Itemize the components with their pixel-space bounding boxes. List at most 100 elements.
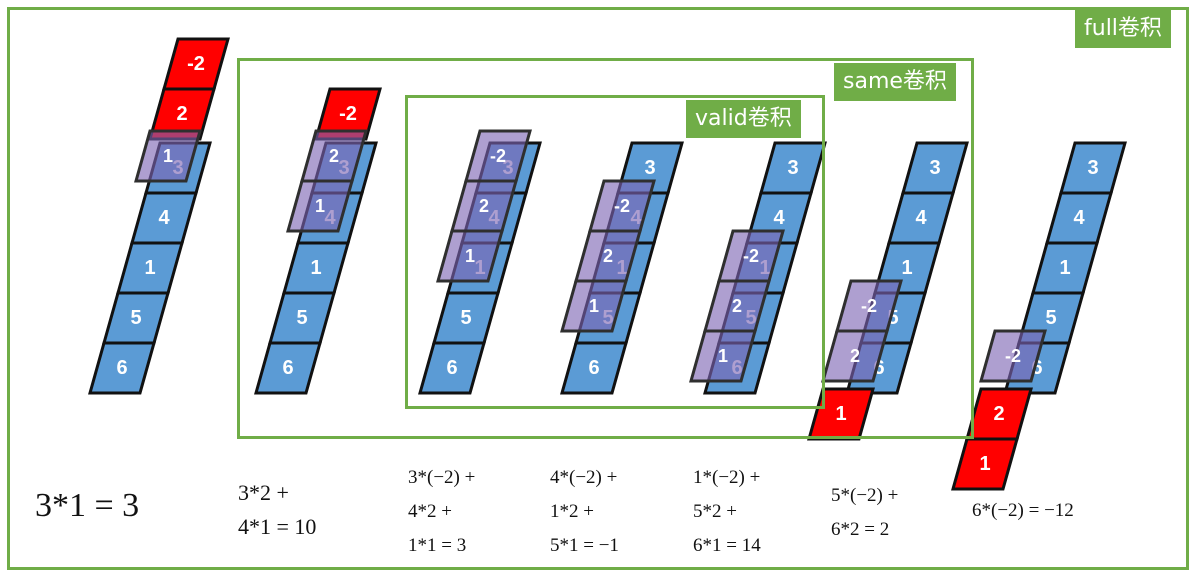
kernel-cell--2: -2 <box>717 229 785 283</box>
kernel-cell-1-label: 1 <box>465 246 475 266</box>
kernel-cell-2-label: 2 <box>329 146 339 166</box>
kernel-cell-2-label: 2 <box>176 103 187 125</box>
kernel-cell-1-label: 1 <box>589 296 599 316</box>
input-cell-6: 6 <box>560 341 628 395</box>
kernel-cell--2-label: -2 <box>861 296 877 316</box>
kernel-cell-2-label: 2 <box>603 246 613 266</box>
input-cell-5-label: 5 <box>296 307 307 329</box>
input-cell-1-label: 1 <box>901 257 912 279</box>
kernel-cell-1-label: 1 <box>979 453 990 475</box>
kernel-cell-1: 1 <box>951 437 1019 491</box>
kernel-cell-1: 1 <box>560 279 628 333</box>
input-cell-3-label: 3 <box>929 157 940 179</box>
same-frame <box>237 58 974 439</box>
equation-line: 5*(−2) + <box>831 485 899 506</box>
equation-line: 5*2 + <box>693 501 737 522</box>
input-cell-5-label: 5 <box>130 307 141 329</box>
input-cell-5-label: 5 <box>887 307 898 329</box>
input-cell-6-label: 6 <box>282 357 293 379</box>
equation-step-1: 3*1 = 3 <box>35 487 139 525</box>
equation-line: 3*(−2) + <box>408 467 476 488</box>
input-cell-1-label: 1 <box>1059 257 1070 279</box>
kernel-cell--2-label: -2 <box>743 246 759 266</box>
input-cell-5-label: 5 <box>1045 307 1056 329</box>
input-cell-1-label: 1 <box>144 257 155 279</box>
equation-step-4: 4*(−2) + 1*2 + 5*1 = −1 <box>550 461 619 563</box>
equation-line: 1*2 + <box>550 501 594 522</box>
input-cell-4-label: 4 <box>158 207 170 229</box>
full-frame <box>7 7 1189 570</box>
input-cell-4-label: 4 <box>773 207 785 229</box>
equation-line: 4*(−2) + <box>550 467 618 488</box>
full-label: full卷积 <box>1075 10 1171 48</box>
kernel-cell-1: 1 <box>286 179 354 233</box>
kernel-cell-1: 1 <box>436 229 504 283</box>
equation-step-2: 3*2 + 4*1 = 10 <box>238 476 316 544</box>
equation-line: 4*1 = 10 <box>238 514 317 539</box>
input-cell-6-label: 6 <box>446 357 457 379</box>
equation-line: 5*1 = −1 <box>550 535 619 556</box>
kernel-cell-1-label: 1 <box>315 196 325 216</box>
kernel-cell-1: 1 <box>134 129 202 183</box>
kernel-cell-2-label: 2 <box>479 196 489 216</box>
kernel-cell-2: 2 <box>821 329 889 383</box>
convolution-step-6: 3 4 1 5 6 -2 2 1 <box>807 141 969 441</box>
kernel-cell--2-label: -2 <box>614 196 630 216</box>
valid-label: valid卷积 <box>686 100 801 138</box>
kernel-cell-2-label: 2 <box>732 296 742 316</box>
input-cell-3-label: 3 <box>644 157 655 179</box>
input-cell-5-label: 5 <box>460 307 471 329</box>
equation-line: 3*2 + <box>238 480 289 505</box>
kernel-cell-1: 1 <box>689 329 757 383</box>
kernel-cell--2-label: -2 <box>339 103 357 125</box>
input-cell-6-label: 6 <box>588 357 599 379</box>
input-cell-6: 6 <box>254 341 322 395</box>
convolution-step-7: 3 4 1 5 6 -2 2 1 <box>951 141 1127 491</box>
same-label: same卷积 <box>834 63 956 101</box>
equation-step-7: 6*(−2) = −12 <box>972 494 1074 528</box>
input-cell-1-label: 1 <box>310 257 321 279</box>
input-cell-6: 6 <box>88 341 156 395</box>
equation-line: 1*1 = 3 <box>408 535 467 556</box>
kernel-cell--2: -2 <box>835 279 903 333</box>
kernel-cell-1-label: 1 <box>835 403 846 425</box>
kernel-cell-1-label: 1 <box>718 346 728 366</box>
kernel-cell-1-label: 1 <box>163 146 173 166</box>
equation-line: 6*2 = 2 <box>831 519 890 540</box>
equation-step-3: 3*(−2) + 4*2 + 1*1 = 3 <box>408 461 475 563</box>
kernel-cell--2: -2 <box>314 87 382 141</box>
input-cell-6-label: 6 <box>116 357 127 379</box>
equation-line: 4*2 + <box>408 501 452 522</box>
equation-line: 1*(−2) + <box>693 467 761 488</box>
input-cell-4-label: 4 <box>915 207 927 229</box>
kernel-cell-2: 2 <box>148 87 216 141</box>
input-cell-4-label: 4 <box>1073 207 1085 229</box>
equation-step-5: 1*(−2) + 5*2 + 6*1 = 14 <box>693 461 761 563</box>
input-cell-3-label: 3 <box>787 157 798 179</box>
kernel-cell-2-label: 2 <box>850 346 860 366</box>
equation-line: 6*(−2) = −12 <box>972 500 1074 521</box>
input-cell-6-label: 6 <box>1031 357 1042 379</box>
kernel-cell-1: 1 <box>807 387 875 441</box>
kernel-cell-2-label: 2 <box>993 403 1004 425</box>
valid-frame <box>405 95 825 409</box>
equation-line: 6*1 = 14 <box>693 535 761 556</box>
equation-step-6: 5*(−2) + 6*2 = 2 <box>831 479 898 547</box>
kernel-cell--2-label: -2 <box>490 146 506 166</box>
kernel-cell--2: -2 <box>162 37 230 91</box>
input-cell-6: 6 <box>418 341 486 395</box>
kernel-cell--2: -2 <box>979 329 1047 383</box>
kernel-cell--2-label: -2 <box>187 53 205 75</box>
input-cell-3-label: 3 <box>1087 157 1098 179</box>
kernel-cell--2: -2 <box>588 179 656 233</box>
equation-line: 3*1 = 3 <box>35 487 140 524</box>
input-cell-6-label: 6 <box>873 357 884 379</box>
kernel-cell--2-label: -2 <box>1005 346 1021 366</box>
